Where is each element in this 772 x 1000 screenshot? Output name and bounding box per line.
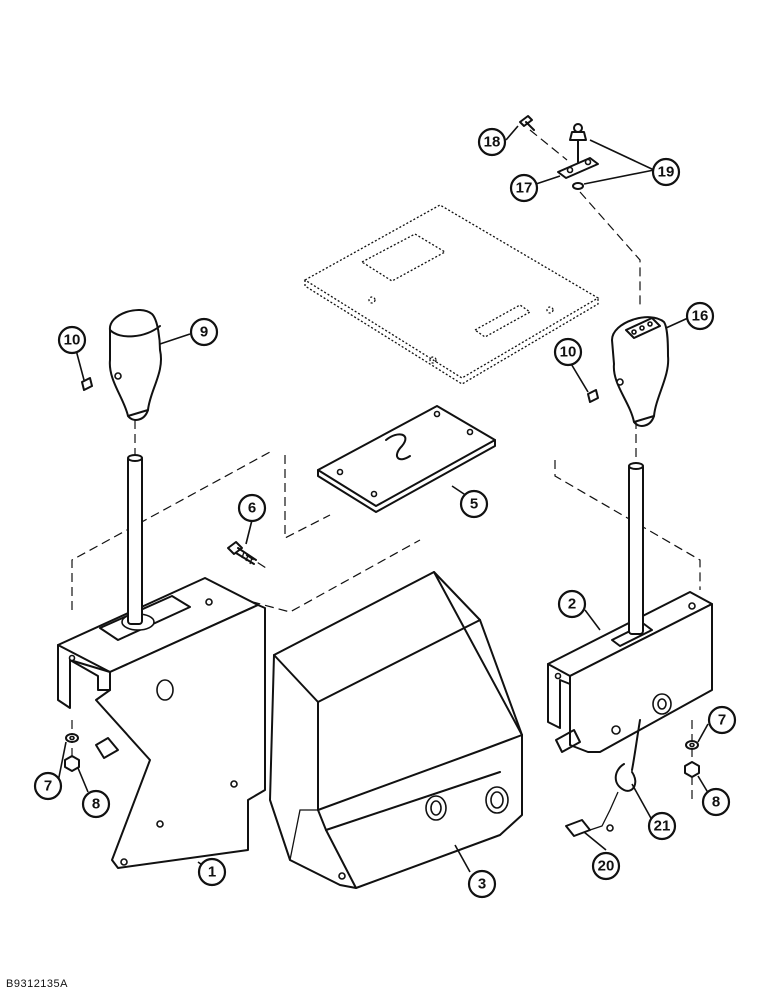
callout-10-left: 10 bbox=[57, 325, 87, 355]
figure-code: B9312135A bbox=[6, 978, 68, 990]
right-washer-nut bbox=[684, 740, 700, 778]
console-cover bbox=[269, 571, 523, 889]
right-set-screw bbox=[587, 389, 599, 403]
svg-text:19: 19 bbox=[658, 164, 675, 181]
svg-text:6: 6 bbox=[248, 500, 256, 517]
svg-text:16: 16 bbox=[692, 308, 709, 325]
svg-text:8: 8 bbox=[712, 794, 720, 811]
callout-9: 9 bbox=[189, 317, 219, 347]
left-bracket bbox=[57, 577, 266, 869]
svg-text:1: 1 bbox=[208, 864, 216, 881]
svg-text:20: 20 bbox=[598, 858, 615, 875]
callout-20: 20 bbox=[591, 851, 621, 881]
callout-19: 19 bbox=[651, 157, 681, 187]
left-set-screw bbox=[81, 377, 93, 391]
callout-17: 17 bbox=[509, 173, 539, 203]
callout-7-right: 7 bbox=[707, 705, 737, 735]
svg-text:10: 10 bbox=[64, 332, 81, 349]
callout-5: 5 bbox=[459, 489, 489, 519]
switch-hardware bbox=[519, 115, 599, 190]
svg-text:7: 7 bbox=[44, 778, 52, 795]
svg-text:9: 9 bbox=[200, 324, 208, 341]
svg-text:8: 8 bbox=[92, 796, 100, 813]
bolt bbox=[227, 541, 257, 565]
callout-21: 21 bbox=[647, 811, 677, 841]
svg-text:10: 10 bbox=[560, 344, 577, 361]
svg-text:18: 18 bbox=[484, 134, 501, 151]
svg-text:21: 21 bbox=[654, 818, 671, 835]
callout-16: 16 bbox=[685, 301, 715, 331]
callout-10-right: 10 bbox=[553, 337, 583, 367]
svg-text:7: 7 bbox=[718, 712, 726, 729]
callout-8-left: 8 bbox=[81, 789, 111, 819]
left-lever-rod bbox=[127, 454, 143, 625]
svg-text:3: 3 bbox=[478, 876, 486, 893]
svg-text:2: 2 bbox=[568, 596, 576, 613]
callout-1: 1 bbox=[197, 857, 227, 887]
callout-7-left: 7 bbox=[33, 771, 63, 801]
callout-2: 2 bbox=[557, 589, 587, 619]
right-lever-rod bbox=[628, 462, 644, 635]
floor-plate-outline bbox=[303, 204, 600, 385]
svg-text:5: 5 bbox=[470, 496, 478, 513]
right-knob bbox=[611, 316, 670, 427]
svg-text:17: 17 bbox=[516, 180, 533, 197]
left-knob bbox=[108, 309, 162, 421]
callout-6: 6 bbox=[237, 493, 267, 523]
gate-plate bbox=[317, 405, 496, 513]
callout-8-right: 8 bbox=[701, 787, 731, 817]
callout-3: 3 bbox=[467, 869, 497, 899]
left-washer-nut bbox=[64, 733, 80, 772]
callout-18: 18 bbox=[477, 127, 507, 157]
